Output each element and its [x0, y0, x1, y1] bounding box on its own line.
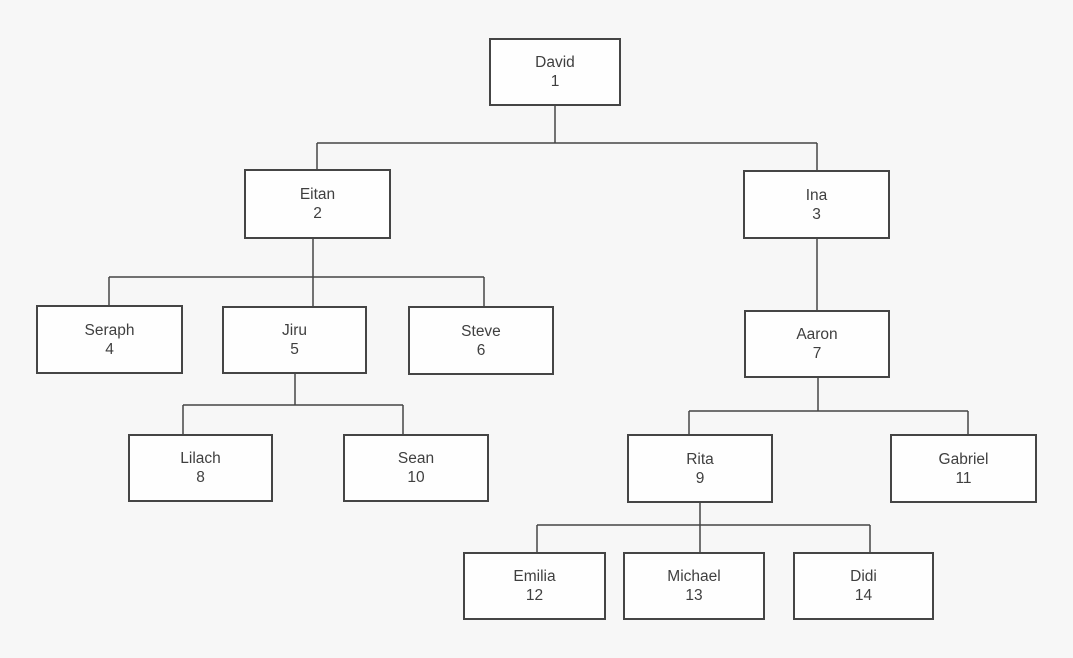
- tree-node-number: 12: [525, 587, 544, 604]
- tree-node-eitan: Eitan 2: [244, 169, 391, 239]
- tree-node-label: Didi: [850, 568, 877, 585]
- tree-node-label: Rita: [686, 450, 714, 468]
- tree-node-label: Jiru: [282, 322, 307, 339]
- tree-node-number: 3: [812, 205, 821, 223]
- tree-node-label: Michael: [667, 568, 721, 585]
- tree-node-number: 4: [105, 340, 114, 358]
- tree-node-number: 6: [476, 341, 486, 359]
- tree-node-label: Sean: [397, 450, 435, 467]
- tree-node-aaron: Aaron 7: [744, 310, 890, 378]
- tree-node-label: Steve: [461, 322, 501, 340]
- tree-node-number: 2: [313, 205, 322, 222]
- tree-node-number: 9: [695, 469, 705, 487]
- tree-node-number: 14: [854, 587, 873, 604]
- tree-node-number: 1: [550, 73, 560, 90]
- tree-node-emilia: Emilia 12: [463, 552, 606, 620]
- tree-node-jiru: Jiru 5: [222, 306, 367, 374]
- tree-node-label: Seraph: [84, 321, 135, 339]
- tree-node-david: David 1: [489, 38, 621, 106]
- tree-node-number: 10: [407, 469, 425, 486]
- tree-node-label: Aaron: [796, 326, 838, 343]
- tree-node-didi: Didi 14: [793, 552, 934, 620]
- tree-node-number: 13: [685, 587, 703, 604]
- tree-node-label: Emilia: [513, 568, 556, 585]
- tree-node-number: 8: [196, 469, 205, 486]
- tree-node-lilach: Lilach 8: [128, 434, 273, 502]
- tree-node-michael: Michael 13: [623, 552, 765, 620]
- tree-node-sean: Sean 10: [343, 434, 489, 502]
- tree-node-number: 7: [812, 345, 822, 362]
- tree-node-label: Ina: [805, 186, 828, 204]
- tree-node-label: Lilach: [180, 450, 221, 467]
- tree-node-number: 5: [290, 341, 299, 358]
- tree-node-label: David: [535, 54, 575, 71]
- tree-node-label: Eitan: [299, 186, 336, 203]
- tree-node-number: 11: [955, 469, 972, 487]
- tree-node-label: Gabriel: [938, 450, 989, 468]
